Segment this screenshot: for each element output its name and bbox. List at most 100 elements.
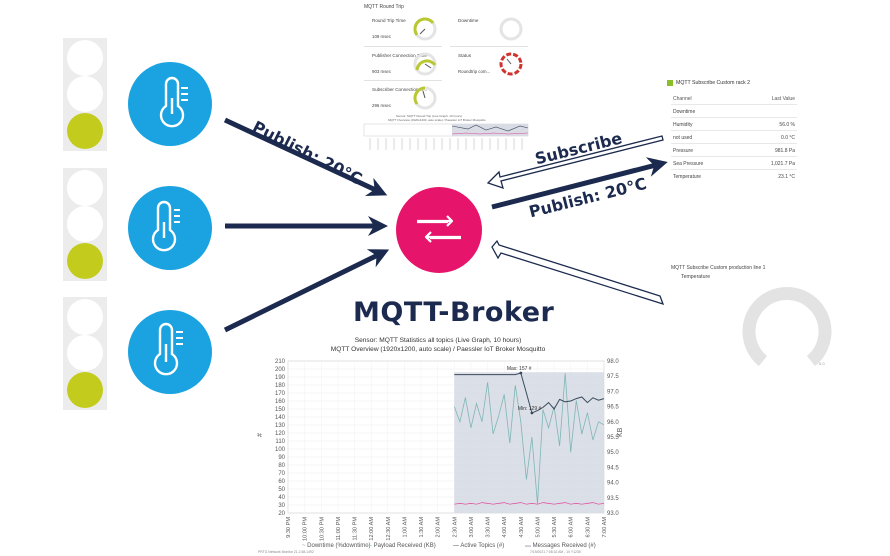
traffic-light-1 — [63, 38, 107, 151]
legend-downtime: ~ Downtime (%downtime) — [302, 543, 371, 549]
y-axis-label: # — [257, 433, 264, 437]
y2-tick-label: 95.5 — [607, 435, 619, 441]
broker-title: MQTT-Broker — [353, 297, 555, 328]
round-trip-mini-graph: Sensor: MQTT Round Trip (Live Graph, 10 … — [356, 112, 532, 156]
gauge-panel-title: MQTT Subscribe Custom production line 1 — [671, 265, 766, 271]
y-tick-label: 100 — [275, 447, 286, 453]
thermometer-icon — [159, 76, 188, 128]
gauge-dial-icon — [413, 17, 437, 41]
y-tick-label: 200 — [275, 367, 286, 373]
thermometer-icon — [151, 200, 180, 252]
series-line-pink — [454, 502, 605, 505]
traffic-lamp-off — [67, 170, 103, 206]
annotation-marker — [530, 411, 534, 415]
y-tick-label: 120 — [275, 431, 286, 437]
traffic-light-3 — [63, 297, 107, 410]
publish-arrow-right — [491, 157, 668, 210]
x-tick-label: 12:00 AM — [369, 517, 375, 541]
x-tick-label: 1:00 AM — [402, 517, 408, 538]
y-tick-label: 150 — [275, 407, 286, 413]
y-tick-label: 190 — [275, 375, 286, 381]
y-tick-label: 20 — [278, 511, 285, 517]
table-row: not used 0.0 °C — [671, 131, 797, 144]
x-tick-label: 4:30 AM — [519, 517, 525, 538]
gauge-label: Publisher Connection Time — [372, 53, 427, 58]
x-tick-label: 11:00 PM — [336, 517, 342, 541]
traffic-lamp-green — [67, 372, 103, 408]
chart-subtitle: MQTT Overview (1920x1200, auto scale) / … — [330, 346, 546, 353]
y-tick-label: 110 — [275, 439, 285, 445]
channel-cell: Temperature — [673, 174, 702, 180]
traffic-lamp-off — [67, 299, 103, 335]
y2-tick-label: 93.5 — [607, 496, 619, 502]
x-tick-label: 4:00 AM — [502, 517, 508, 538]
subscribe-table-title: MQTT Subscribe Custom rack 2 — [676, 80, 750, 86]
downtime-cell: Downtime — [450, 12, 528, 42]
legend-payload: — Payload Received (KB) — [366, 543, 436, 549]
sensor-node-3 — [128, 310, 212, 394]
y-tick-label: 140 — [275, 415, 286, 421]
channel-cell: Downtime — [673, 109, 696, 115]
broker-node — [396, 187, 482, 273]
legend-label: Messages Received (#) — [532, 543, 596, 549]
chart-title: Sensor: MQTT Statistics all topics (Live… — [354, 337, 522, 344]
channel-cell: Sea Pressure — [673, 161, 704, 167]
annotation-label: Min: 129 # — [518, 406, 542, 412]
y2-tick-label: 95.0 — [607, 450, 619, 456]
table-row: Sea Pressure 1,021.7 Pa — [671, 157, 797, 170]
temperature-gauge — [742, 287, 832, 367]
x-tick-label: 6:00 AM — [569, 517, 575, 538]
mini-graph-subtitle: MQTT Overview (1920x1200, auto scale) / … — [388, 118, 486, 122]
traffic-lamp-green — [67, 243, 103, 279]
x-tick-label: 2:30 AM — [452, 517, 458, 538]
series-line-active-topics — [454, 372, 605, 414]
mqtt-statistics-chart: Sensor: MQTT Statistics all topics (Live… — [248, 333, 628, 555]
y2-tick-label: 96.5 — [607, 405, 619, 411]
x-tick-label: 3:30 AM — [486, 517, 492, 538]
mini-graph-title: Sensor: MQTT Round Trip (Live Graph, 10 … — [396, 114, 462, 118]
legend-label: Payload Received (KB) — [373, 543, 436, 549]
annotation-label: Max: 157 # — [507, 366, 532, 372]
y-tick-label: 70 — [278, 471, 285, 477]
table-row: Downtime — [671, 105, 797, 118]
round-trip-panel: MQTT Round Trip Round Trip Time 109 msec… — [364, 4, 530, 110]
status-cell: Status Roundtrip com... — [450, 46, 528, 76]
y-tick-label: 210 — [275, 359, 286, 365]
annotation-marker — [519, 371, 523, 375]
channel-cell: not used — [673, 135, 693, 141]
x-tick-label: 5:00 AM — [535, 517, 541, 538]
y2-tick-label: 97.5 — [607, 374, 619, 380]
y2-tick-label: 98.0 — [607, 359, 619, 365]
gauge-value: 903 msec — [372, 69, 392, 74]
channel-cell: Pressure — [673, 148, 694, 154]
y-tick-label: 90 — [278, 455, 285, 461]
table-header: Channel Last Value — [671, 92, 797, 105]
sensor-node-2 — [128, 186, 212, 270]
x-tick-label: 9:30 PM — [286, 517, 292, 538]
x-tick-label: 1:30 AM — [419, 517, 425, 538]
legend-messages: ▬ Messages Received (#) — [525, 543, 596, 549]
traffic-light-2 — [63, 168, 107, 281]
x-tick-label: 11:30 PM — [353, 517, 359, 541]
y2-tick-label: 96.0 — [607, 420, 619, 426]
channel-header: Channel — [673, 96, 692, 102]
table-row: Pressure 981.8 Pa — [671, 144, 797, 157]
x-tick-label: 3:00 AM — [469, 517, 475, 538]
series-area-messages-received — [454, 372, 604, 513]
value-cell: 1,021.7 Pa — [770, 161, 795, 167]
x-tick-label: 10:30 PM — [319, 517, 325, 541]
chart-plot: 2030405060708090100110120130140150160170… — [257, 359, 624, 541]
gauge-footer-value: 0.0 — [819, 361, 825, 366]
gauge-label: Round Trip Time — [372, 18, 406, 23]
gauge-channel-label: Temperature — [681, 274, 711, 280]
exchange-arrows-icon — [417, 215, 461, 243]
value-cell: 23.1 °C — [778, 174, 795, 180]
last-value-header: Last Value — [771, 96, 795, 102]
gauge-label: Subscriber Connection Ti... — [372, 87, 428, 92]
series-line-payload-received — [453, 373, 605, 504]
subscribe-table-panel: MQTT Subscribe Custom rack 2 Channel Las… — [667, 78, 803, 188]
legend-label: Downtime (%downtime) — [307, 543, 371, 549]
x-tick-label: 2:00 AM — [436, 517, 442, 538]
legend-active-topics: — Active Topics (#) — [453, 543, 505, 549]
